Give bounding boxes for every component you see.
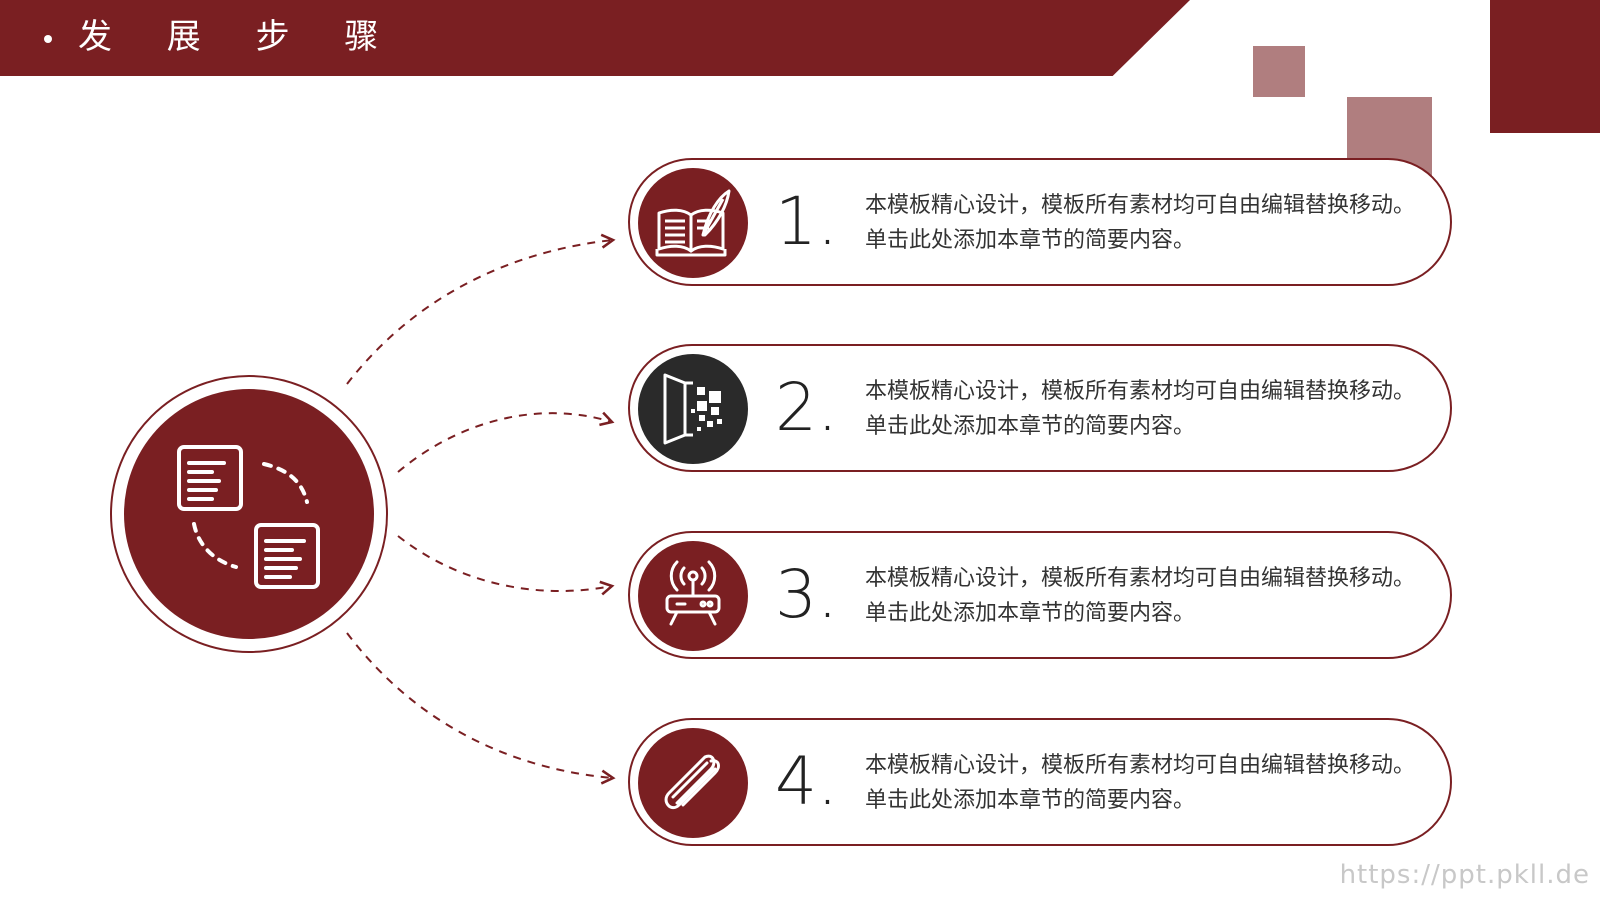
step-number-3: 3. (775, 556, 838, 633)
step-icon-badge-1 (638, 168, 748, 278)
connector-arrow-4 (346, 632, 616, 785)
step-card-4: 4. 本模板精心设计，模板所有素材均可自由编辑替换移动。单击此处添加本章节的简要… (628, 718, 1452, 846)
header-bullet (44, 35, 52, 43)
step-description-2: 本模板精心设计，模板所有素材均可自由编辑替换移动。单击此处添加本章节的简要内容。 (865, 379, 1416, 439)
connector-arrow-2 (397, 411, 615, 473)
step-description-4: 本模板精心设计，模板所有素材均可自由编辑替换移动。单击此处添加本章节的简要内容。 (865, 753, 1416, 813)
page-title: 发 展 步 骤 (78, 17, 401, 57)
step-icon-badge-4 (638, 728, 748, 838)
paperclip-icon (664, 754, 720, 810)
step-number-1: 1. (775, 183, 838, 260)
door-pixels-icon (663, 373, 722, 445)
decor-corner-block (1490, 0, 1600, 133)
decor-square-small (1253, 46, 1305, 97)
connector-arrow-1 (346, 233, 616, 385)
document-exchange-icon (177, 445, 320, 589)
step-icon-badge-3 (638, 541, 748, 651)
book-quill-icon (655, 189, 731, 257)
step-card-1: 1. 本模板精心设计，模板所有素材均可自由编辑替换移动。单击此处添加本章节的简要… (628, 158, 1452, 286)
step-description-1: 本模板精心设计，模板所有素材均可自由编辑替换移动。单击此处添加本章节的简要内容。 (865, 193, 1416, 253)
step-number-2: 2. (775, 369, 838, 446)
watermark: https://ppt.pkll.de (1339, 860, 1590, 890)
hub-ring (110, 375, 388, 653)
hub-circle (124, 389, 374, 639)
router-icon (665, 560, 721, 626)
step-card-3: 3. 本模板精心设计，模板所有素材均可自由编辑替换移动。单击此处添加本章节的简要… (628, 531, 1452, 659)
step-card-2: 2. 本模板精心设计，模板所有素材均可自由编辑替换移动。单击此处添加本章节的简要… (628, 344, 1452, 472)
header-band (0, 0, 1190, 76)
step-description-3: 本模板精心设计，模板所有素材均可自由编辑替换移动。单击此处添加本章节的简要内容。 (865, 566, 1416, 626)
step-icon-badge-2 (638, 354, 748, 464)
step-number-4: 4. (775, 743, 838, 820)
connector-arrow-3 (397, 535, 615, 596)
